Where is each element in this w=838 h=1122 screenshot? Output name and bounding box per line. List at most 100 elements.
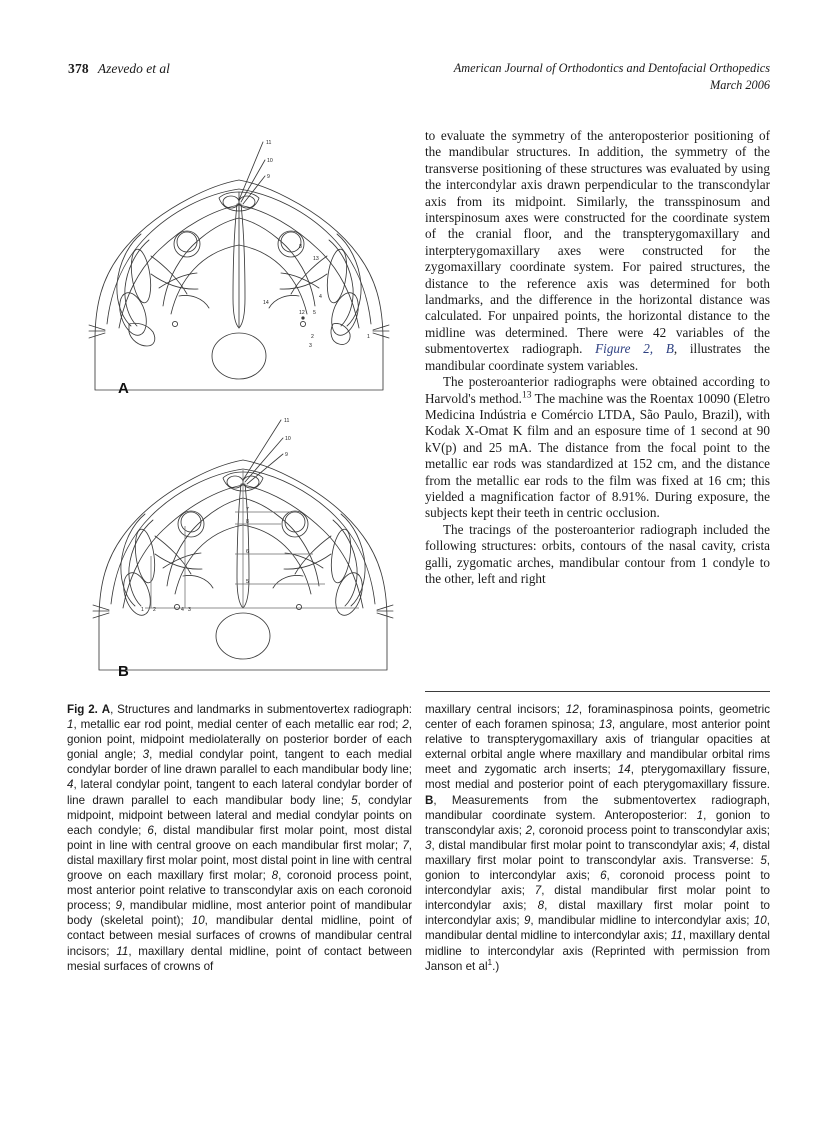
- reference-marker-13[interactable]: 13: [521, 390, 532, 401]
- caption-item-text: , coronoid process point to intercondyla…: [425, 869, 770, 898]
- caption-item-text: , distal maxillary first molar point to …: [425, 838, 771, 867]
- paragraph-2-b: s method.: [470, 390, 522, 406]
- figure-panel-a-letter: A: [118, 380, 129, 397]
- caption-item-number: 2: [402, 718, 409, 732]
- figure-caption-right: maxillary central incisors; 12, foramina…: [425, 691, 770, 974]
- caption-credit-post: .): [492, 959, 500, 973]
- caption-panel-a-letter: A: [101, 703, 111, 716]
- fig-a-label-12: 12: [299, 310, 305, 316]
- caption-item-text: , maxillary dental midline to intercondy…: [425, 929, 770, 958]
- caption-credit-pre: (Reprinted with permission from Janson e…: [425, 944, 770, 973]
- paragraph-2-c: The machine was the Roentax 10090 (Eletr…: [425, 390, 770, 521]
- fig-a-label-9: 9: [267, 174, 270, 180]
- fig-b-label-9: 9: [285, 452, 288, 458]
- paragraph-1-text: to evaluate the symmetry of the anteropo…: [425, 128, 770, 357]
- caption-item-number: 12: [565, 703, 579, 716]
- caption-panel-b-text: , Measurements from the submentovertex r…: [425, 793, 770, 822]
- caption-item-number: 9: [523, 914, 531, 928]
- caption-right-items: maxillary central incisors; 12, foramina…: [425, 703, 770, 791]
- caption-item-number: 11: [670, 929, 683, 943]
- fig-a-label-14: 14: [263, 300, 269, 306]
- caption-item-text: , distal maxillary first molar point to …: [425, 899, 770, 928]
- caption-items-anteroposterior: 1, gonion to transcondylar axis; 2, coro…: [425, 809, 770, 867]
- fig-a-label-3: 3: [309, 343, 312, 349]
- figure-label: Fig 2.: [67, 703, 98, 716]
- fig-b-label-8: 8: [246, 519, 249, 525]
- caption-item-number: 2: [525, 823, 533, 837]
- body-paragraph-1: to evaluate the symmetry of the anteropo…: [425, 128, 770, 374]
- caption-item-text: , gonion to transcondylar axis;: [425, 808, 770, 837]
- body-paragraph-2: The posteroanterior radiographs were obt…: [425, 374, 770, 521]
- fig-b-label-2: 2: [153, 607, 156, 613]
- figure-cross-reference[interactable]: Figure 2, B: [595, 341, 674, 356]
- caption-item-number: 6: [147, 823, 154, 837]
- caption-item-number: 13: [598, 718, 612, 732]
- fig-a-label-5: 5: [313, 310, 316, 316]
- caption-item-text: , mandibular midline, most anterior poin…: [67, 899, 412, 928]
- body-text-right-column: to evaluate the symmetry of the anteropo…: [425, 128, 770, 587]
- fig-a-label-2: 2: [311, 334, 314, 340]
- fig-b-label-11: 11: [284, 418, 289, 424]
- xref-text: Figure 2, B: [595, 341, 674, 357]
- issue-date: March 2006: [710, 78, 770, 92]
- caption-left-items: 1, metallic ear rod point, medial center…: [67, 718, 412, 973]
- caption-item-text: , gonion to intercondylar axis;: [425, 853, 771, 883]
- caption-left-text: Fig 2. A, Structures and landmarks in su…: [67, 702, 412, 974]
- fig-a-label-11: 11: [266, 140, 271, 146]
- caption-item-text: , distal mandibular first molar point, m…: [67, 823, 412, 852]
- caption-item-text: , coronoid process point to transcondyla…: [532, 823, 770, 837]
- body-paragraph-3: The tracings of the posteroanterior radi…: [425, 521, 770, 586]
- caption-item-text: , mandibular midline to intercondylar ax…: [530, 914, 754, 928]
- caption-item-text: , medial condylar point, tangent to each…: [67, 748, 412, 777]
- fig-b-label-3: 3: [188, 607, 191, 613]
- caption-item-number: 6: [600, 869, 607, 883]
- caption-group-transverse: Transverse:: [692, 853, 761, 867]
- fig-a-label-1: 1: [367, 334, 370, 340]
- caption-item-text: , distal mandibular first molar point to…: [431, 838, 730, 852]
- submentovertex-tracing-a: 11 10 9 8 13 4 14 5 12 2 3 1: [88, 140, 390, 391]
- fig-b-label-7: 7: [246, 507, 249, 513]
- caption-item-number: 8: [271, 869, 279, 883]
- figure-panel-a: 11 10 9 8 13 4 14 5 12 2 3 1 A: [67, 128, 412, 406]
- caption-item-text: , distal mandibular first molar point to…: [425, 884, 770, 913]
- caption-item-number: 3: [425, 838, 432, 852]
- figure-panel-b: 11 10 9 7 8 6 5 1 2 4 3 B: [67, 408, 412, 686]
- caption-item-number: 4: [67, 778, 74, 792]
- caption-reference-marker[interactable]: 1: [487, 956, 493, 967]
- figure-2: 11 10 9 8 13 4 14 5 12 2 3 1 A: [67, 128, 412, 683]
- caption-right-text: maxillary central incisors; 12, foramina…: [425, 702, 770, 974]
- fig-a-label-10: 10: [267, 158, 273, 164]
- caption-item-number: 5: [351, 793, 358, 807]
- caption-group-ap: Anteroposterior:: [604, 808, 697, 822]
- caption-item-number: 11: [116, 944, 129, 958]
- caption-item-text: , foraminaspinosa points, geometric cent…: [425, 703, 771, 732]
- caption-item-text: , lateral condylar point, tangent to eac…: [67, 778, 412, 807]
- caption-item-text: , distal maxillary first molar point, mo…: [67, 838, 412, 883]
- caption-item-number: 7: [534, 884, 542, 898]
- caption-item-text: , metallic ear rod point, medial center …: [73, 718, 403, 732]
- fig-a-label-13: 13: [313, 256, 319, 262]
- running-head-right: American Journal of Orthodontics and Den…: [454, 60, 770, 94]
- caption-item-text: , pterygomaxillary fissure, most medial …: [425, 763, 770, 792]
- paragraph-2-a: The posteroanterior radiographs were obt…: [425, 374, 770, 406]
- caption-item-text: , condylar midpoint, midpoint between la…: [67, 793, 412, 837]
- fig-a-label-8: 8: [299, 244, 302, 250]
- caption-rule: [425, 691, 770, 692]
- fig-b-label-10: 10: [285, 436, 291, 442]
- journal-title: American Journal of Orthodontics and Den…: [453, 61, 770, 75]
- caption-item-text: , mandibular dental midline to intercond…: [425, 914, 770, 943]
- figure-panel-b-letter: B: [118, 663, 129, 680]
- fig-b-label-5: 5: [246, 579, 249, 585]
- caption-item-number: 1: [67, 718, 74, 732]
- submentovertex-tracing-b: 11 10 9 7 8 6 5 1 2 4 3: [92, 418, 394, 671]
- figure-caption-left: Fig 2. A, Structures and landmarks in su…: [67, 702, 412, 974]
- caption-item-text: , mandibular dental midline, point of co…: [67, 914, 412, 958]
- paragraph-1-tail: , illustrates the mandibular coordinate …: [425, 341, 770, 373]
- caption-item-number: 5: [760, 853, 767, 867]
- caption-continuation: maxillary central incisors;: [425, 703, 566, 716]
- fig-a-label-14b: 4: [319, 294, 322, 300]
- caption-item-number: 8: [537, 899, 545, 913]
